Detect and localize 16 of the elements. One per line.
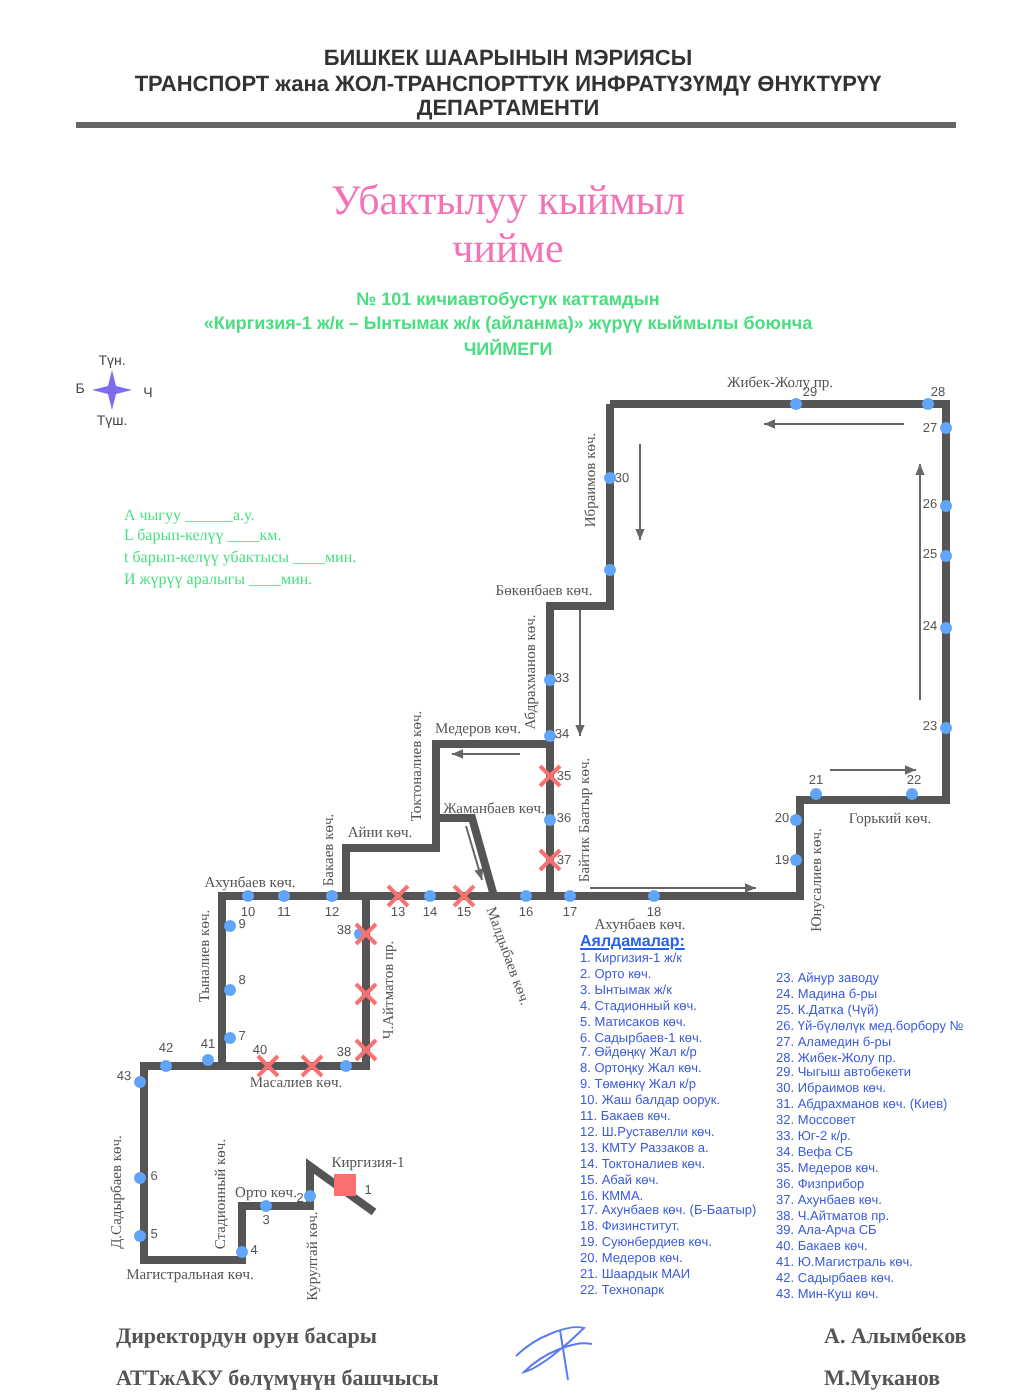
title: Убактылуу кыймыл чийме: [329, 176, 687, 272]
route-info-text: L барып-келүү ____км.: [124, 528, 282, 544]
signature-text: АТТжАКУ бөлүмүнүн башчысы: [116, 1369, 439, 1391]
subtitle-text: ЧИЙМЕГИ: [463, 341, 553, 359]
route-info-text: И жүрүү аралыгы ____мин.: [124, 572, 313, 588]
list-heading: Аялдамалар:: [580, 934, 685, 950]
header-text: ДЕПАРТАМЕНТИ: [416, 99, 600, 121]
subtitle-text: «Киргизия-1 ж/к – Ынтымак ж/к (айланма)» жүрүү кыймылы боюнча: [203, 315, 813, 333]
header-text: БИШКЕК ШААРЫНЫН МЭРИЯСЫ: [323, 49, 693, 71]
route-info-text: t барып-келүү убактысы ____мин.: [124, 550, 357, 566]
signature-text: А. Алымбеков: [824, 1327, 967, 1349]
route-info-text: А чыгуу ______а.у.: [124, 508, 255, 524]
header-text: ТРАНСПОРТ жана ЖОЛ-ТРАНСПОРТТУК ИНФРАТҮЗҮМДҮ ӨНҮКТҮРҮҮ: [134, 75, 882, 97]
signature-text: М.Муканов: [824, 1369, 941, 1391]
signature-text: Директордун орун басары: [116, 1327, 377, 1349]
subtitle-text: № 101 кичиавтобустук каттамдын: [356, 291, 660, 309]
